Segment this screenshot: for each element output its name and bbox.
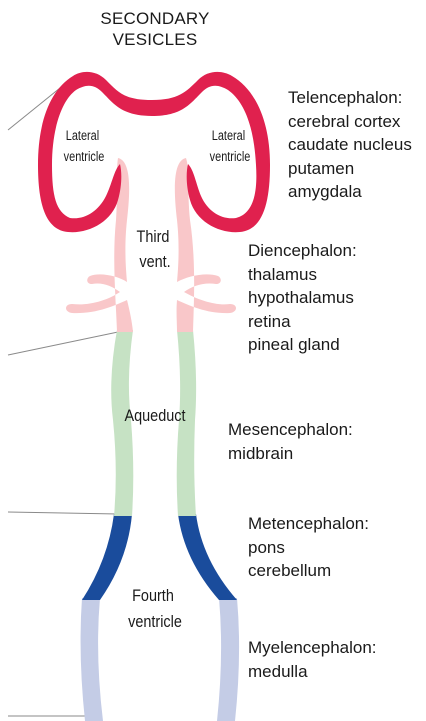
region-telencephalon-part-3: putamen bbox=[288, 157, 412, 181]
myelencephalon-wall-left bbox=[81, 598, 103, 721]
region-diencephalon: Diencephalon: thalamus hypothalamus reti… bbox=[248, 239, 357, 357]
region-metencephalon-part-1: pons bbox=[248, 536, 369, 560]
region-telencephalon-part-4: amygdala bbox=[288, 180, 412, 204]
region-metencephalon-name: Metencephalon: bbox=[248, 512, 369, 536]
region-telencephalon-part-2: caudate nucleus bbox=[288, 133, 412, 157]
divider-line-metencephalon bbox=[8, 512, 118, 514]
metencephalon-wall-right bbox=[178, 514, 237, 600]
region-diencephalon-part-4: pineal gland bbox=[248, 333, 357, 357]
third-ventricle-label: Third vent. bbox=[137, 228, 174, 271]
aqueduct-line-1: Aqueduct bbox=[124, 407, 186, 425]
fourth-ventricle-line-2: ventricle bbox=[128, 613, 182, 631]
region-metencephalon-part-2: cerebellum bbox=[248, 559, 369, 583]
third-ventricle-line-2: vent. bbox=[139, 253, 170, 271]
metencephalon-wall-left bbox=[82, 514, 132, 600]
fourth-ventricle-line-1: Fourth bbox=[132, 587, 174, 605]
lateral-ventricle-right-line-2: ventricle bbox=[210, 149, 251, 165]
diencephalon-wall-left bbox=[66, 158, 133, 332]
region-mesencephalon: Mesencephalon: midbrain bbox=[228, 418, 353, 465]
region-diencephalon-name: Diencephalon: bbox=[248, 239, 357, 263]
region-myelencephalon: Myelencephalon: medulla bbox=[248, 636, 377, 683]
region-telencephalon-name: Telencephalon: bbox=[288, 86, 412, 110]
lateral-ventricle-right-label: Lateral ventricle bbox=[210, 128, 251, 165]
region-diencephalon-part-3: retina bbox=[248, 310, 357, 334]
region-myelencephalon-name: Myelencephalon: bbox=[248, 636, 377, 660]
region-mesencephalon-name: Mesencephalon: bbox=[228, 418, 353, 442]
region-metencephalon: Metencephalon: pons cerebellum bbox=[248, 512, 369, 583]
fourth-ventricle-label: Fourth ventricle bbox=[128, 587, 182, 631]
lateral-ventricle-left-label: Lateral ventricle bbox=[64, 128, 105, 165]
region-telencephalon-part-1: cerebral cortex bbox=[288, 110, 412, 134]
divider-line-diencephalon bbox=[8, 332, 118, 355]
lateral-ventricle-left-line-2: ventricle bbox=[64, 149, 105, 165]
region-diencephalon-part-1: thalamus bbox=[248, 263, 357, 287]
lateral-ventricle-right-line-1: Lateral bbox=[212, 128, 245, 144]
aqueduct-label: Aqueduct bbox=[124, 407, 186, 425]
cavity-labels: Lateral ventricle Lateral ventricle Thir… bbox=[64, 128, 251, 632]
region-diencephalon-part-2: hypothalamus bbox=[248, 286, 357, 310]
region-myelencephalon-part-1: medulla bbox=[248, 660, 377, 684]
region-mesencephalon-part-1: midbrain bbox=[228, 442, 353, 466]
region-telencephalon: Telencephalon: cerebral cortex caudate n… bbox=[288, 86, 412, 204]
divider-lines bbox=[8, 88, 118, 716]
myelencephalon-wall-right bbox=[217, 598, 239, 721]
third-ventricle-line-1: Third bbox=[137, 228, 170, 246]
diencephalon-wall-right bbox=[175, 158, 236, 332]
lateral-ventricle-left-line-1: Lateral bbox=[66, 128, 99, 144]
